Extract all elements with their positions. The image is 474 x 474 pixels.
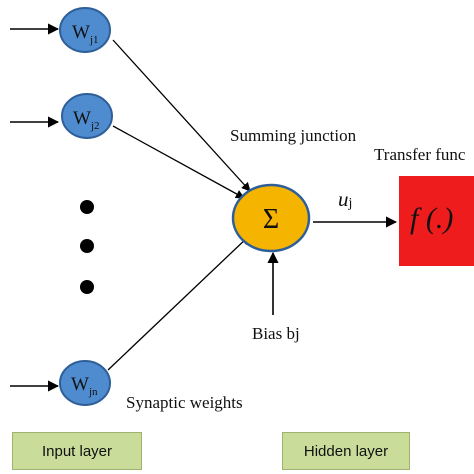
edge-w2-sum [112,125,245,199]
weight-node-2: Wj2 [61,93,113,139]
u-symbol: u [338,187,349,211]
transfer-function-label: Transfer func [374,145,466,164]
weight-2-base: W [73,108,91,129]
edge-w1-sum [112,39,251,192]
input-layer-box: Input layer [12,432,142,470]
ellipsis-dot-1 [80,200,94,214]
weight-1-sub: j1 [89,34,99,46]
ellipsis-dot-3 [80,280,94,294]
sigma-symbol: Σ [263,204,279,235]
edge-wn-sum [107,235,250,371]
svg-text:uj: uj [338,187,352,211]
weight-n-base: W [71,374,89,395]
hidden-layer-label: Hidden layer [303,442,389,460]
u-subscript: j [348,196,353,211]
input-layer-label: Input layer [41,442,113,460]
svg-text:Wj2: Wj2 [73,108,100,132]
weight-1-base: W [72,22,90,43]
svg-text:Wjn: Wjn [71,374,98,398]
synaptic-weights-label: Synaptic weights [126,393,243,412]
transfer-symbol: f (.) [410,202,453,235]
hidden-layer-box: Hidden layer [282,432,410,470]
svg-text:Wj1: Wj1 [72,22,99,46]
summing-junction-label: Summing junction [230,126,357,145]
summing-junction-node: Σ [231,183,311,253]
weight-n-sub: jn [88,386,98,398]
weight-2-sub: j2 [90,120,100,132]
weight-node-n: Wjn [59,360,111,406]
bias-label: Bias bj [252,324,300,343]
weight-node-1: Wj1 [59,7,111,53]
transfer-function-box: f (.) [399,176,474,266]
ellipsis-dot-2 [80,239,94,253]
